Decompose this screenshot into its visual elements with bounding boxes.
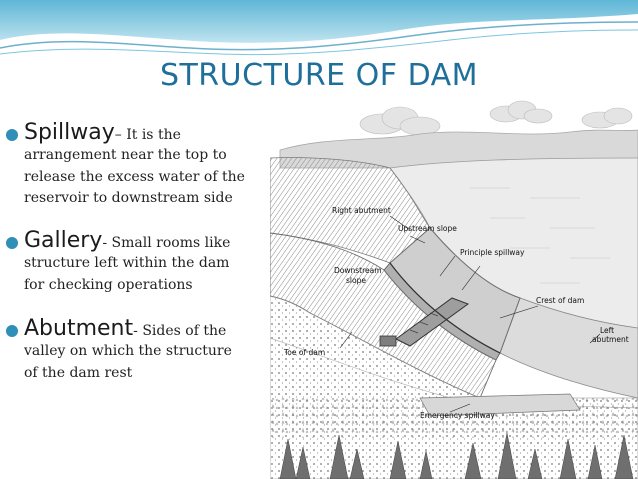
bullet-dot: [6, 325, 18, 337]
slide-title: STRUCTURE OF DAM: [159, 58, 479, 93]
term-gallery: Gallery: [24, 228, 103, 253]
bullet-dot: [6, 237, 18, 249]
label-abutment: abutment: [592, 335, 629, 344]
bullet-dot: [6, 129, 18, 141]
separator: -: [133, 323, 143, 339]
desc-line: for checking operations: [24, 276, 193, 293]
desc-line: valley on which the structure: [24, 343, 232, 359]
label-left: Left: [600, 326, 614, 335]
label-downstream: Downstream: [334, 266, 382, 275]
desc-first-abutment: Sides of the: [142, 323, 227, 339]
principle-spillway: [379, 297, 470, 347]
desc-line: of the dam rest: [24, 364, 133, 381]
term-spillway: Spillway: [24, 120, 115, 145]
emergency-spillway: [419, 393, 581, 417]
desc-line: reservoir to downstream side: [24, 190, 233, 206]
bullet-spillway: Spillway– It is the arrangement near the…: [6, 120, 276, 210]
desc-first-spillway: It is the: [126, 127, 181, 143]
label-upstream-slope: Upstream slope: [398, 224, 457, 233]
label-toe-of-dam: Toe of dam: [283, 348, 325, 357]
label-slope: slope: [346, 276, 366, 285]
label-right-abutment: Right abutment: [332, 206, 391, 215]
bullet-abutment: Abutment- Sides of the valley on which t…: [6, 316, 276, 384]
separator: –: [114, 127, 127, 143]
right-abutment-hill: [270, 157, 431, 264]
bullet-gallery: Gallery- Small rooms like structure left…: [6, 228, 276, 296]
header-wave-decoration: [0, 0, 638, 56]
trees: [279, 432, 634, 479]
label-emergency-spillway: Emergency spillway: [420, 411, 495, 420]
desc-line: arrangement near the top to: [24, 147, 227, 163]
separator: -: [102, 235, 112, 251]
desc-line: release the excess water of the: [24, 168, 245, 185]
desc-line: structure left within the dam: [24, 255, 230, 271]
desc-first-gallery: Small rooms like: [111, 235, 231, 251]
clouds: [359, 100, 633, 136]
term-abutment: Abutment: [24, 316, 134, 341]
dam-diagram: Right abutment Upstream slope Principle …: [270, 100, 638, 479]
label-principle-spillway: Principle spillway: [460, 248, 525, 257]
label-crest-of-dam: Crest of dam: [536, 296, 584, 305]
